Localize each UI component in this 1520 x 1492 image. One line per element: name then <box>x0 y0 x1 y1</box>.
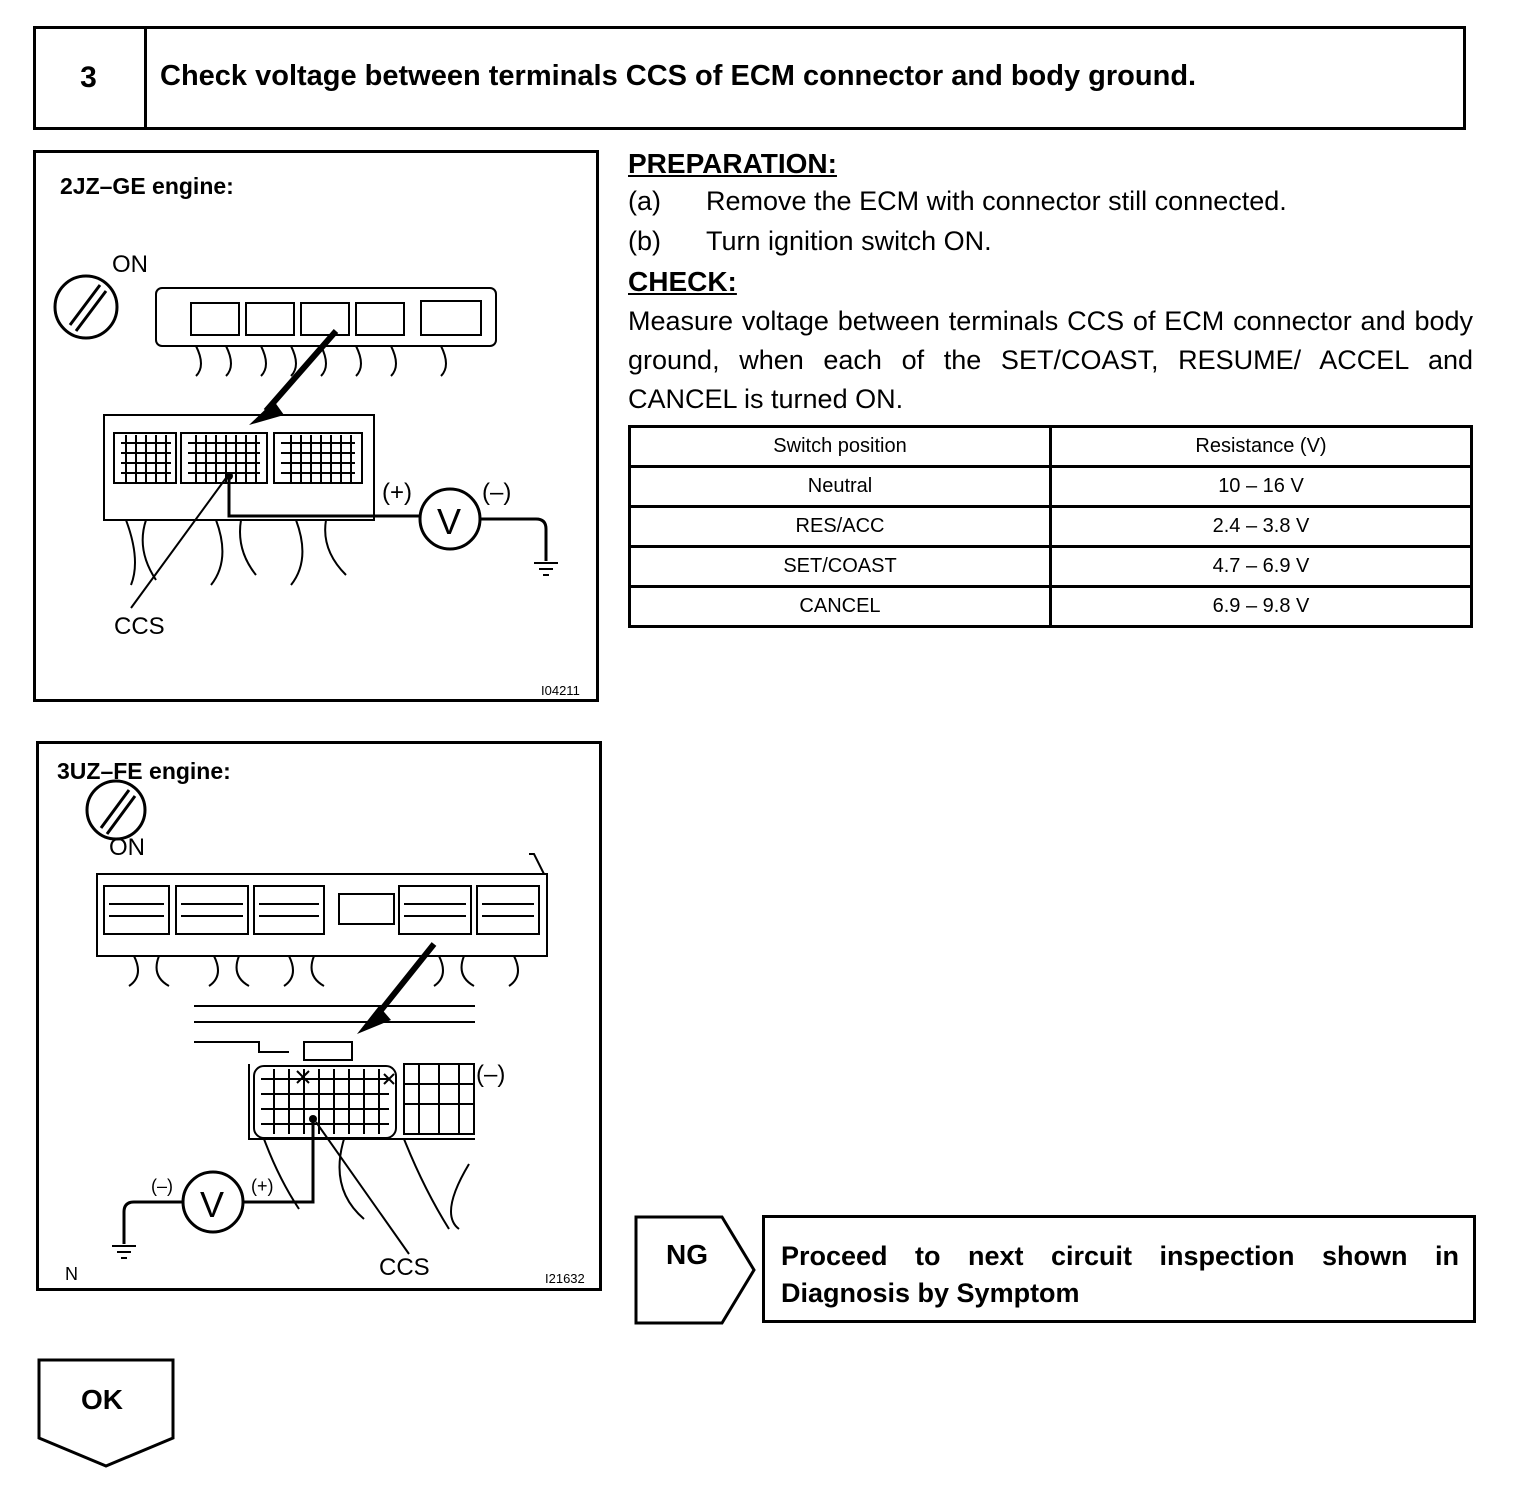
meter-plus-label: (+) <box>251 1176 274 1196</box>
voltage-cell: 6.9 – 9.8 V <box>1049 585 1473 628</box>
table-row: Neutral 10 – 16 V <box>628 465 1473 508</box>
switch-on-label: ON <box>109 834 145 861</box>
ng-result-arrow[interactable]: NG <box>634 1215 759 1325</box>
ok-result-arrow[interactable]: OK <box>37 1358 177 1470</box>
figure-title: 3UZ–FE engine: <box>57 758 231 784</box>
voltage-cell: 10 – 16 V <box>1049 465 1473 508</box>
item-text: Turn ignition switch ON. <box>706 226 992 256</box>
ground-symbol-icon <box>534 562 558 576</box>
table-row: SET/COAST 4.7 – 6.9 V <box>628 545 1473 588</box>
figure-3uz-fe: 3UZ–FE engine: ON (–) (–) (+) V CCS N I2… <box>36 741 602 1291</box>
preparation-heading: PREPARATION: <box>628 148 837 179</box>
figure-id: I21632 <box>545 1271 585 1286</box>
figure-title: 2JZ–GE engine: <box>60 173 234 199</box>
connector-closeup-icon <box>103 414 375 586</box>
item-label: (a) <box>628 186 661 216</box>
plus-label: (+) <box>382 479 412 506</box>
voltmeter-label: V <box>437 501 462 542</box>
step-header-box <box>33 26 1466 130</box>
item-label: (b) <box>628 226 661 256</box>
item-text: Remove the ECM with connector still conn… <box>706 186 1287 216</box>
ng-action-text: Proceed to next circuit inspection shown… <box>762 1215 1476 1323</box>
ccs-terminal-label: CCS <box>114 613 165 640</box>
ok-arrow-shape <box>37 1358 175 1468</box>
preparation-item-a: (a) Remove the ECM with connector still c… <box>628 186 1287 217</box>
figure-2jz-ge: 2JZ–GE engine: ON (+) (–) V CCS I04211 <box>33 150 599 702</box>
switch-position-cell: CANCEL <box>628 585 1052 628</box>
wiring-diagram-3uz <box>85 779 548 1259</box>
switch-position-cell: Neutral <box>628 465 1052 508</box>
step-number: 3 <box>33 26 147 130</box>
ng-arrow-shape <box>634 1215 756 1325</box>
column-header: Switch position <box>628 425 1052 468</box>
ignition-switch-icon <box>85 779 147 841</box>
ignition-switch-icon <box>53 274 119 340</box>
voltage-cell: 4.7 – 6.9 V <box>1049 545 1473 588</box>
check-text: Measure voltage between terminals CCS of… <box>628 306 1473 414</box>
switch-position-cell: RES/ACC <box>628 505 1052 548</box>
ground-symbol-icon <box>112 1245 136 1259</box>
ng-label: NG <box>666 1239 708 1270</box>
switch-on-label: ON <box>112 251 148 278</box>
switch-position-cell: SET/COAST <box>628 545 1052 588</box>
table-row: RES/ACC 2.4 – 3.8 V <box>628 505 1473 548</box>
voltage-spec-table: Switch position Resistance (V) Neutral 1… <box>628 425 1473 628</box>
voltage-cell: 2.4 – 3.8 V <box>1049 505 1473 548</box>
ok-label: OK <box>81 1384 123 1415</box>
wiring-diagram-2jz <box>53 274 558 609</box>
table-row: CANCEL 6.9 – 9.8 V <box>628 585 1473 628</box>
connector-closeup-icon <box>194 1005 475 1230</box>
table-header-row: Switch position Resistance (V) <box>628 425 1473 468</box>
check-heading: CHECK: <box>628 266 737 297</box>
ccs-terminal-label: CCS <box>379 1254 430 1281</box>
preparation-item-b: (b) Turn ignition switch ON. <box>628 226 992 257</box>
figure-id: I04211 <box>541 683 580 698</box>
minus-label: (–) <box>482 479 512 506</box>
corner-label: N <box>65 1264 78 1284</box>
ecm-unit-icon <box>96 853 548 987</box>
meter-minus-label: (–) <box>151 1176 173 1196</box>
column-header: Resistance (V) <box>1049 425 1473 468</box>
ground-minus-label: (–) <box>476 1061 506 1088</box>
ecm-unit-icon <box>155 287 497 377</box>
voltmeter-label: V <box>200 1184 225 1225</box>
step-title: Check voltage between terminals CCS of E… <box>160 60 1197 92</box>
